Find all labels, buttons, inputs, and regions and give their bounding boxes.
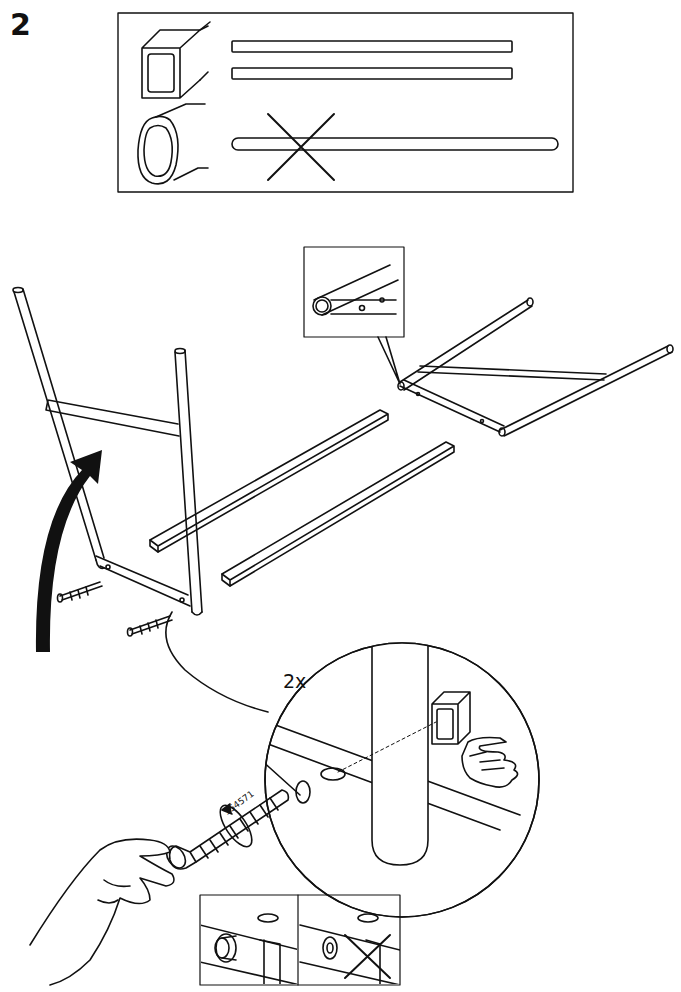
screws bbox=[58, 582, 173, 636]
rectangular-rails bbox=[150, 410, 454, 586]
zoom-detail bbox=[230, 640, 539, 917]
zoom-leader bbox=[166, 612, 268, 712]
hand bbox=[30, 839, 174, 985]
hand-detail bbox=[98, 880, 130, 903]
step-number: 2 bbox=[10, 10, 31, 40]
rotate-arrow bbox=[36, 450, 102, 652]
quantity-label: 2x bbox=[283, 672, 306, 691]
right-frame bbox=[304, 247, 673, 436]
correct-incorrect-insets bbox=[200, 895, 400, 985]
screw-detail bbox=[163, 790, 289, 871]
tube-profile-info bbox=[118, 13, 573, 192]
